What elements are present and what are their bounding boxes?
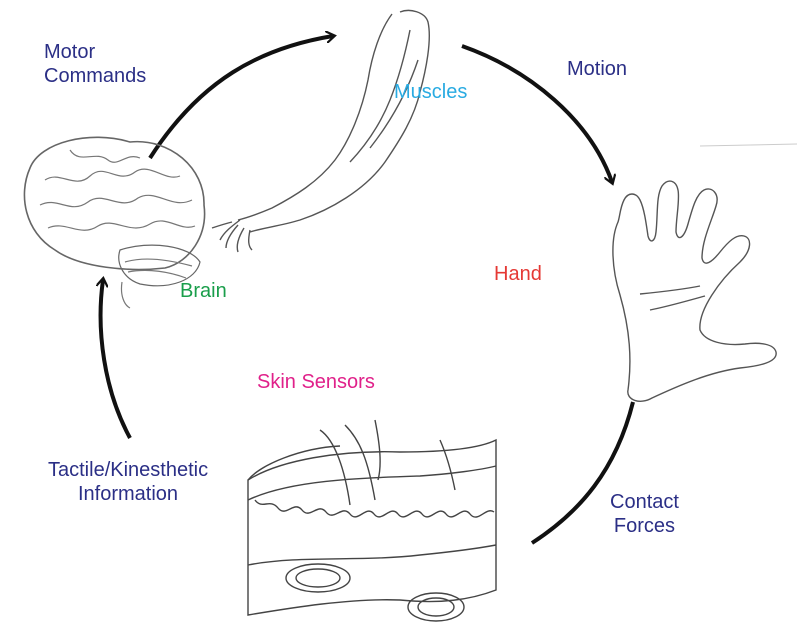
skin-sensors-label: Skin Sensors: [257, 370, 375, 394]
divider-line: [700, 144, 797, 146]
tactile-kinesthetic-label: Tactile/Kinesthetic Information: [48, 458, 208, 506]
motor-commands-label: Motor Commands: [44, 40, 146, 88]
contact-forces-label: Contact Forces: [610, 490, 679, 538]
motion-label: Motion: [567, 57, 627, 81]
arm-illustration: [212, 10, 429, 252]
skin-illustration: [248, 420, 496, 621]
hand-illustration: [613, 181, 776, 401]
arrow-brain-to-muscles: [150, 36, 333, 158]
brain-illustration: [24, 137, 204, 308]
muscles-label: Muscles: [394, 80, 467, 104]
hand-label: Hand: [494, 262, 542, 286]
brain-label: Brain: [180, 279, 227, 303]
